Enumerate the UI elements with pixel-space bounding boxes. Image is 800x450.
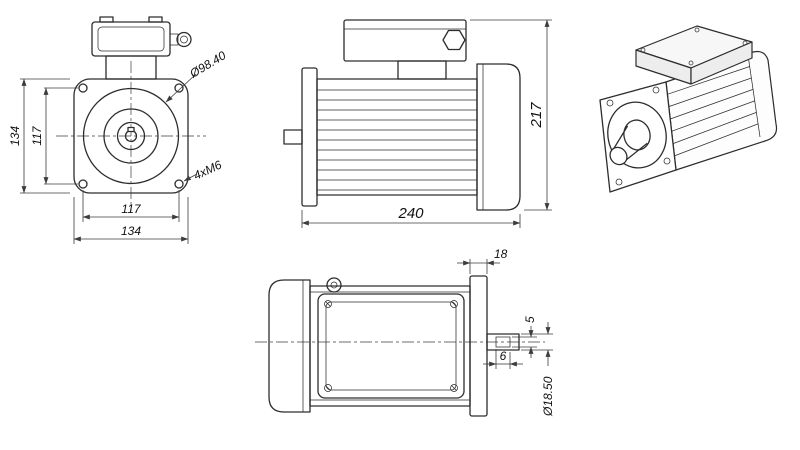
bolt-hole [174, 83, 184, 93]
dim-overall-height: 217 [528, 102, 545, 129]
box-lid [97, 26, 165, 52]
iso-bolt-hole [652, 86, 660, 94]
pilot-circle [82, 87, 180, 185]
dim-flange-height: 134 [8, 126, 22, 146]
iso-box-side-face [690, 41, 753, 85]
dim-pilot-diameter: Ø98.40 [186, 48, 228, 81]
iso-fan-cover-seam [747, 54, 761, 138]
shaft-top [486, 333, 520, 351]
iso-cooling-fins [667, 66, 759, 157]
box-tab [99, 16, 114, 23]
iso-bolt-hole [615, 178, 623, 186]
motor-top [268, 275, 520, 417]
iso-lid-screw [640, 47, 646, 53]
lid-screws [324, 300, 458, 392]
fan-cover-side [476, 63, 521, 211]
hex-plug [442, 29, 466, 51]
leader-line [183, 173, 198, 182]
dim-flange-thickness: 18 [494, 247, 508, 261]
fan-cover-top [268, 279, 311, 413]
top-view: 18 5 6 Ø18.50 [255, 247, 555, 417]
isometric-view [599, 25, 778, 193]
dim-shaft-diameter: Ø18.50 [541, 376, 555, 417]
cable-gland-bore [180, 35, 188, 44]
bolt-hole [78, 83, 88, 93]
dim-overall-length: 240 [397, 205, 424, 222]
dim-key-width: 6 [500, 349, 507, 363]
shaft-side [283, 129, 303, 145]
front-view-dimensions: 134 117 Ø98.40 4xM6 117 134 [8, 48, 229, 244]
gland-neck [169, 33, 179, 46]
dim-bolt-spacing-horizontal: 117 [121, 202, 141, 216]
dim-flange-width: 134 [121, 224, 141, 238]
side-view-dimensions: 240 217 [301, 19, 552, 228]
dim-mounting-holes: 4xM6 [191, 157, 224, 182]
keyway-notch [127, 126, 135, 133]
front-view: 134 117 Ø98.40 4xM6 117 134 [8, 16, 229, 244]
bearing-hub-circle [103, 108, 159, 164]
motor-body-top [309, 285, 471, 407]
iso-flange-plate [599, 81, 677, 193]
iso-shaft-edge [611, 125, 628, 152]
iso-bolt-hole [663, 157, 671, 165]
cable-gland-top [326, 277, 342, 293]
iso-lid-screw [694, 27, 700, 33]
bolt-hole [174, 179, 184, 189]
flange-plate [73, 78, 189, 194]
iso-lid-screw [688, 60, 694, 66]
motor-side [283, 19, 521, 211]
iso-bolt-hole [606, 99, 614, 107]
terminal-box-side [343, 19, 467, 62]
cooling-fins [317, 89, 477, 191]
box-neck-side [397, 60, 447, 80]
side-view: 240 217 [283, 19, 552, 228]
bolt-hole [78, 179, 88, 189]
iso-pilot-boss [607, 101, 667, 169]
motor-body [316, 78, 478, 196]
iso-lid-screw [742, 40, 748, 46]
top-view-dimensions: 18 5 6 Ø18.50 [457, 247, 555, 417]
cable-gland [176, 31, 192, 48]
keyway-top [495, 336, 511, 348]
cable-gland-bore [330, 281, 338, 289]
terminal-box-lid-inner [325, 301, 457, 391]
iso-shaft-edge [623, 142, 648, 162]
iso-shaft-end [609, 146, 628, 166]
dim-bolt-spacing-vertical: 117 [30, 125, 44, 145]
flange-front [73, 78, 189, 194]
flange-plate-top [469, 275, 488, 417]
leader-line [165, 73, 197, 103]
flange-plate-side [301, 67, 318, 207]
terminal-box-lid [317, 293, 465, 399]
shaft-boss-circle [116, 121, 146, 151]
dim-key-height: 5 [523, 316, 537, 323]
box-tab [148, 16, 163, 23]
terminal-box-front [91, 16, 192, 80]
